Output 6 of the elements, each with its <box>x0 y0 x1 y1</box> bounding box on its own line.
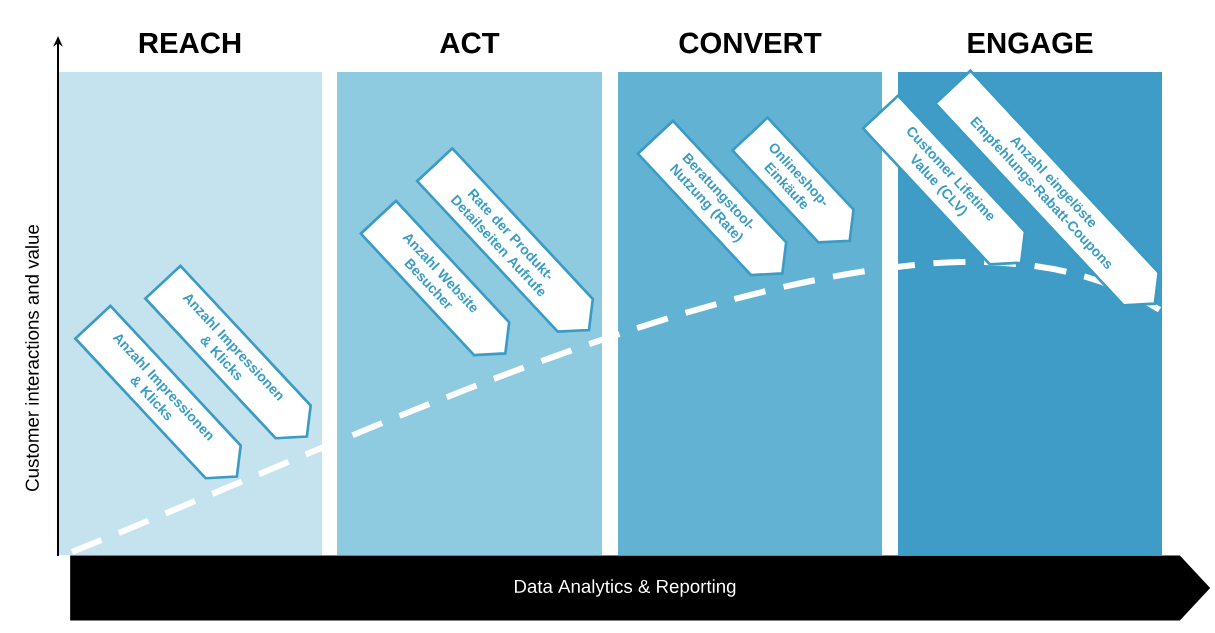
axis-label: Customer interactions and value <box>25 225 39 491</box>
node-label: CONVERT <box>679 32 822 54</box>
node-label: ACT <box>440 32 500 54</box>
node-label: REACH <box>139 32 241 54</box>
process-bar: Data Analytics & Reporting <box>70 555 1211 621</box>
node-label: ENGAGE <box>968 32 1093 54</box>
